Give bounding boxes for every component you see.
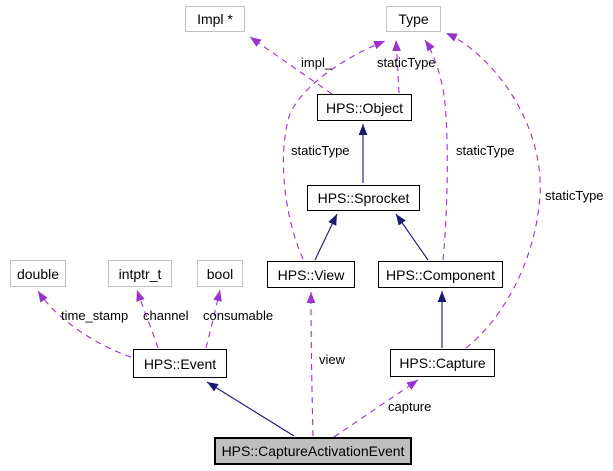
node-hps-view[interactable]: HPS::View (267, 261, 355, 288)
node-impl-ptr: Impl * (185, 6, 245, 32)
edge-view (306, 291, 316, 437)
node-hps-sprocket[interactable]: HPS::Sprocket (307, 185, 420, 211)
edge-impl (249, 36, 333, 95)
edge-statictype-object (392, 39, 402, 94)
edge-label-consumable: consumable (203, 308, 274, 323)
edge-label-capture: capture (388, 399, 432, 414)
edge-time-stamp (37, 290, 132, 358)
node-hps-component[interactable]: HPS::Component (378, 261, 503, 288)
edge-inherit-cae-event (206, 381, 295, 437)
edge-capture (333, 379, 419, 438)
node-bool: bool (197, 260, 243, 287)
edge-label-statictype-view: staticType (291, 143, 350, 158)
node-hps-object[interactable]: HPS::Object (317, 94, 412, 121)
node-type: Type (386, 6, 441, 32)
edge-statictype-component (424, 39, 448, 261)
edge-label-statictype-component: staticType (456, 143, 515, 158)
edge-label-statictype-capture: staticType (545, 188, 604, 203)
edge-label-statictype-object: staticType (377, 55, 436, 70)
edge-channel (136, 289, 159, 349)
edge-view-member-consumable (205, 289, 222, 349)
edge-label-view: view (319, 352, 346, 367)
edge-inherit-view-sprocket (314, 213, 338, 261)
node-hps-capture-activation-event: HPS::CaptureActivationEvent (214, 437, 412, 465)
edge-statictype-capture (445, 32, 541, 349)
edge-statictype-view (282, 40, 386, 260)
edge-label-channel: channel (143, 308, 189, 323)
node-hps-event[interactable]: HPS::Event (133, 349, 227, 378)
node-intptr-t: intptr_t (108, 260, 172, 287)
node-double: double (10, 260, 66, 287)
edge-label-impl: impl_ (301, 55, 333, 70)
edge-label-time-stamp: time_stamp (61, 308, 129, 323)
node-hps-capture[interactable]: HPS::Capture (390, 349, 495, 377)
edge-inherit-component-sprocket (395, 213, 429, 261)
